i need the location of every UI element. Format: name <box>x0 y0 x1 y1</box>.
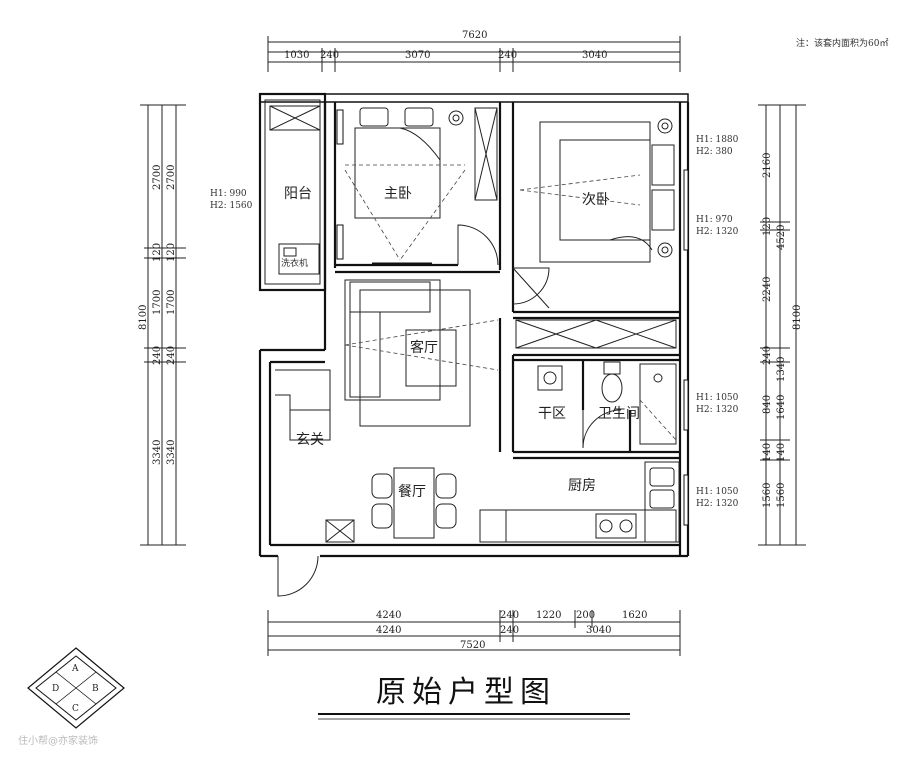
dim-bottom-2: 4240 <box>376 625 401 636</box>
dim-bottom-total: 7520 <box>460 640 485 651</box>
dim-right-b: 4520 <box>776 225 787 250</box>
dim-left-b: 3340 <box>166 440 177 465</box>
bath-h2: H2: 1320 <box>696 405 739 415</box>
dim-bottom-1: 1220 <box>536 610 561 621</box>
logo-letter-a: A <box>71 664 79 674</box>
dim-right-b: 140 <box>776 443 787 462</box>
windows <box>336 109 689 526</box>
watermark: 住小帮@亦家装饰 <box>18 734 98 747</box>
dim-top-total: 7620 <box>462 30 487 41</box>
dim-right-a: 2160 <box>762 153 773 178</box>
logo-letter-b: B <box>92 684 99 694</box>
dim-top: 1030 <box>284 50 309 61</box>
label-entrance: 玄关 <box>296 431 324 448</box>
top-dimensions: 7620 1030 240 3070 240 3040 <box>267 30 681 72</box>
dim-left-a: 2700 <box>152 165 163 190</box>
dim-left-b: 2700 <box>166 165 177 190</box>
kitchen-h2: H2: 1320 <box>696 499 739 509</box>
bottom-dimensions: 4240 240 1220 200 1620 4240 240 3040 752… <box>267 610 681 656</box>
dim-bottom-2: 3040 <box>586 625 611 636</box>
dim-bottom-1: 1620 <box>622 610 647 621</box>
dim-right-a: 120 <box>762 217 773 236</box>
dim-top: 3070 <box>405 50 430 61</box>
dim-left-a: 240 <box>152 346 163 365</box>
doors <box>277 224 622 597</box>
dim-right-a: 2240 <box>762 277 773 302</box>
logo-letter-c: C <box>72 704 79 714</box>
dim-bottom-1: 4240 <box>376 610 401 621</box>
kitchen-h1: H1: 1050 <box>696 487 739 497</box>
label-master-bedroom: 主卧 <box>384 186 412 202</box>
dim-right-a: 1560 <box>762 483 773 508</box>
compass-logo: A B C D <box>27 647 125 729</box>
dim-left-a: 120 <box>152 243 163 262</box>
dim-left-b: 120 <box>166 243 177 262</box>
label-living-room: 客厅 <box>410 339 438 356</box>
second-bed-h2b: H2: 1320 <box>696 227 739 237</box>
dim-bottom-2: 240 <box>500 625 519 636</box>
dim-left-b: 240 <box>166 346 177 365</box>
drawing-title: 原始户型图 <box>376 675 556 710</box>
dim-bottom-1: 200 <box>576 610 595 621</box>
height-notes: H1: 990 H2: 1560 H1: 1880 H2: 380 H1: 97… <box>210 135 739 509</box>
dim-right-b: 1640 <box>776 395 787 420</box>
dim-left-a: 3340 <box>152 440 163 465</box>
second-bed-h1: H1: 1880 <box>696 135 739 145</box>
left-dimensions: 8100 2700 120 1700 240 3340 2700 120 170… <box>138 104 186 546</box>
furniture <box>269 105 680 543</box>
room-labels: 阳台 主卧 次卧 客厅 干区 卫生间 玄关 餐厅 厨房 洗衣机 <box>281 186 640 500</box>
dim-right-total: 8100 <box>792 305 803 330</box>
dim-top: 240 <box>320 50 339 61</box>
label-bathroom: 卫生间 <box>598 406 640 422</box>
dim-top: 3040 <box>582 50 607 61</box>
second-bed-h1b: H1: 970 <box>696 215 733 225</box>
right-dimensions: 2160 120 2240 240 840 140 1560 4520 1340… <box>758 104 806 546</box>
dim-bottom-1: 240 <box>500 610 519 621</box>
label-washer: 洗衣机 <box>281 257 308 269</box>
second-bed-h2: H2: 380 <box>696 147 733 157</box>
walls <box>258 92 690 558</box>
dim-left-total: 8100 <box>138 305 149 330</box>
dim-right-b: 1340 <box>776 357 787 382</box>
balcony-h2: H2: 1560 <box>210 201 253 211</box>
area-note: 注：该套内面积为60㎡ <box>796 37 888 49</box>
label-balcony: 阳台 <box>284 186 312 202</box>
dim-right-b: 1560 <box>776 483 787 508</box>
logo-letter-d: D <box>52 684 59 694</box>
label-second-bedroom: 次卧 <box>582 192 610 208</box>
dim-left-b: 1700 <box>166 290 177 315</box>
label-dry-area: 干区 <box>538 406 566 422</box>
dim-top: 240 <box>498 50 517 61</box>
balcony-h1: H1: 990 <box>210 189 247 199</box>
label-kitchen: 厨房 <box>568 478 596 494</box>
dim-right-a: 840 <box>762 395 773 414</box>
label-dining: 餐厅 <box>398 484 426 500</box>
dim-right-a: 140 <box>762 443 773 462</box>
dim-left-a: 1700 <box>152 290 163 315</box>
dim-right-a: 240 <box>762 346 773 365</box>
bath-h1: H1: 1050 <box>696 393 739 403</box>
